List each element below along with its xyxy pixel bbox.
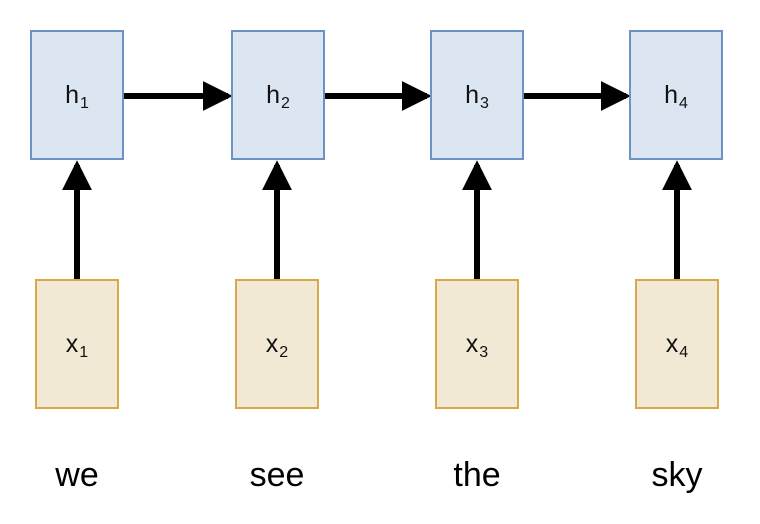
- input-word-4: sky: [651, 456, 703, 494]
- input-letter-4: x: [665, 329, 679, 358]
- hidden-state-subscript-2: 2: [281, 94, 290, 112]
- input-letter-1: x: [65, 329, 79, 358]
- input-word-3: the: [453, 456, 501, 494]
- hidden-state-subscript-4: 4: [679, 94, 688, 112]
- hidden-state-letter-4: h: [664, 80, 678, 109]
- hidden-state-letter-2: h: [266, 80, 280, 109]
- input-subscript-3: 3: [479, 343, 489, 361]
- input-subscript-4: 4: [679, 343, 689, 361]
- input-letter-3: x: [465, 329, 479, 358]
- input-subscript-1: 1: [79, 343, 89, 361]
- input-word-2: see: [249, 456, 305, 494]
- hidden-state-letter-3: h: [465, 80, 479, 109]
- input-letter-2: x: [265, 329, 279, 358]
- input-subscript-2: 2: [279, 343, 289, 361]
- hidden-state-subscript-3: 3: [480, 94, 489, 112]
- hidden-state-letter-1: h: [65, 80, 79, 109]
- input-word-1: we: [55, 456, 99, 494]
- hidden-state-subscript-1: 1: [80, 94, 89, 112]
